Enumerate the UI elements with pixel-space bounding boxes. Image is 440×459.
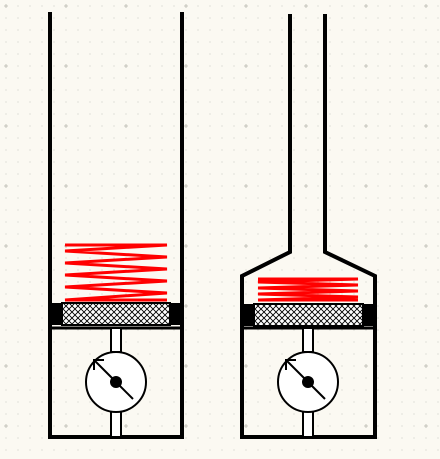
- right-piston: [242, 303, 375, 327]
- left-container: [48, 12, 184, 439]
- left-piston-mesh: [61, 302, 171, 326]
- right-container: [240, 14, 377, 439]
- left-piston: [50, 302, 182, 326]
- right-spring: [257, 277, 359, 302]
- pressure-gauge-icon: [277, 351, 339, 413]
- right-piston-mesh: [253, 303, 364, 327]
- right-right-wall: [323, 14, 377, 437]
- pressure-gauge-icon: [85, 351, 147, 413]
- right-left-wall: [240, 14, 292, 437]
- left-spring: [64, 243, 168, 302]
